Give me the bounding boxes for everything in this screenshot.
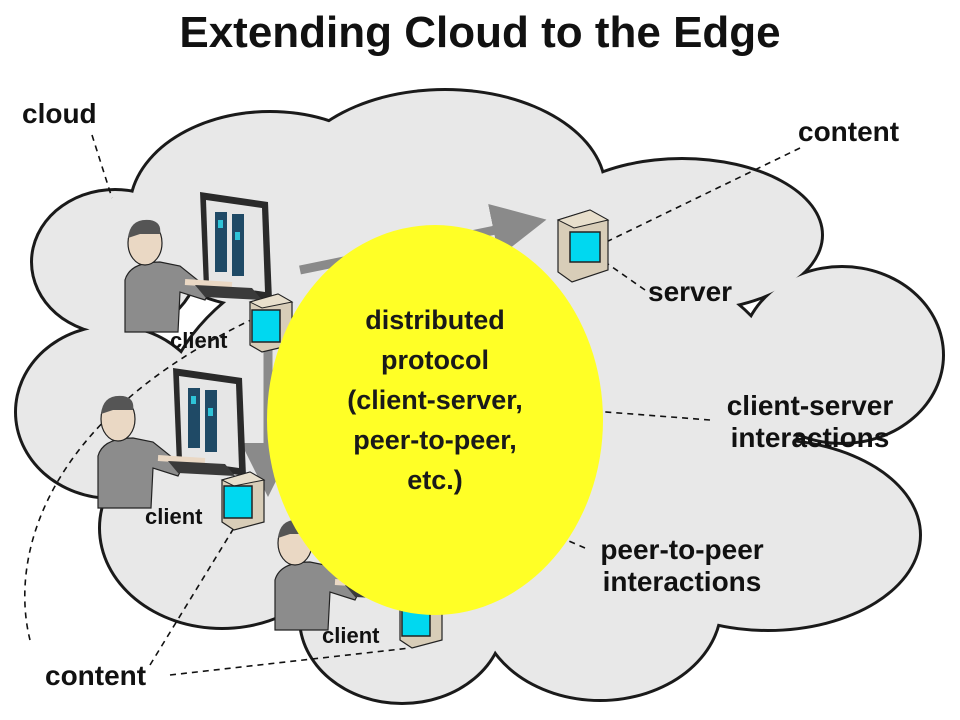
content-bottom-leader-line-2 xyxy=(149,517,241,666)
p2p-label-line2: interactions xyxy=(602,566,762,597)
protocol-line-4: peer-to-peer, xyxy=(353,425,517,455)
server-label: server xyxy=(648,276,733,307)
client-station-1 xyxy=(124,192,294,353)
person-2 xyxy=(97,395,206,509)
distributed-protocol-circle xyxy=(267,225,603,615)
content-bottom-leader-line xyxy=(169,647,411,676)
client-1-label: client xyxy=(170,328,228,353)
cloud-label: cloud xyxy=(22,98,97,129)
monitor-1 xyxy=(200,192,272,300)
server-tower xyxy=(556,209,610,283)
client-1-screen xyxy=(251,309,281,343)
client-2-label: client xyxy=(145,504,203,529)
person-1 xyxy=(124,219,233,333)
protocol-line-1: distributed xyxy=(365,305,505,335)
page-title: Extending Cloud to the Edge xyxy=(179,8,781,57)
server-screen xyxy=(569,231,601,263)
client-server-label-line2: interactions xyxy=(730,422,890,453)
protocol-text: distributed protocol (client-server, pee… xyxy=(270,300,600,500)
client-3-label: client xyxy=(322,623,380,648)
monitor-2 xyxy=(173,368,246,476)
keyboard-1 xyxy=(195,285,262,300)
client-station-2 xyxy=(97,368,266,531)
content-top-leader-line xyxy=(599,147,801,246)
content-bottom-leader-line-3 xyxy=(24,317,256,641)
client-server-label-line1: client-server xyxy=(726,390,894,421)
content-top-label: content xyxy=(798,116,900,147)
client-2-tower xyxy=(220,471,266,531)
protocol-line-5: etc.) xyxy=(407,465,463,495)
protocol-line-2: protocol xyxy=(381,345,489,375)
content-bottom-label: content xyxy=(45,660,147,691)
protocol-line-3: (client-server, xyxy=(347,385,523,415)
p2p-label-line1: peer-to-peer xyxy=(600,534,764,565)
client-1-tower xyxy=(248,293,294,353)
keyboard-2 xyxy=(168,461,235,476)
cloud-leader-line xyxy=(91,134,113,199)
client-2-screen xyxy=(223,485,253,519)
server-leader-line xyxy=(604,261,646,291)
client-server-interactions-label: client-server interactions xyxy=(700,390,920,454)
p2p-interactions-label: peer-to-peer interactions xyxy=(572,534,792,598)
